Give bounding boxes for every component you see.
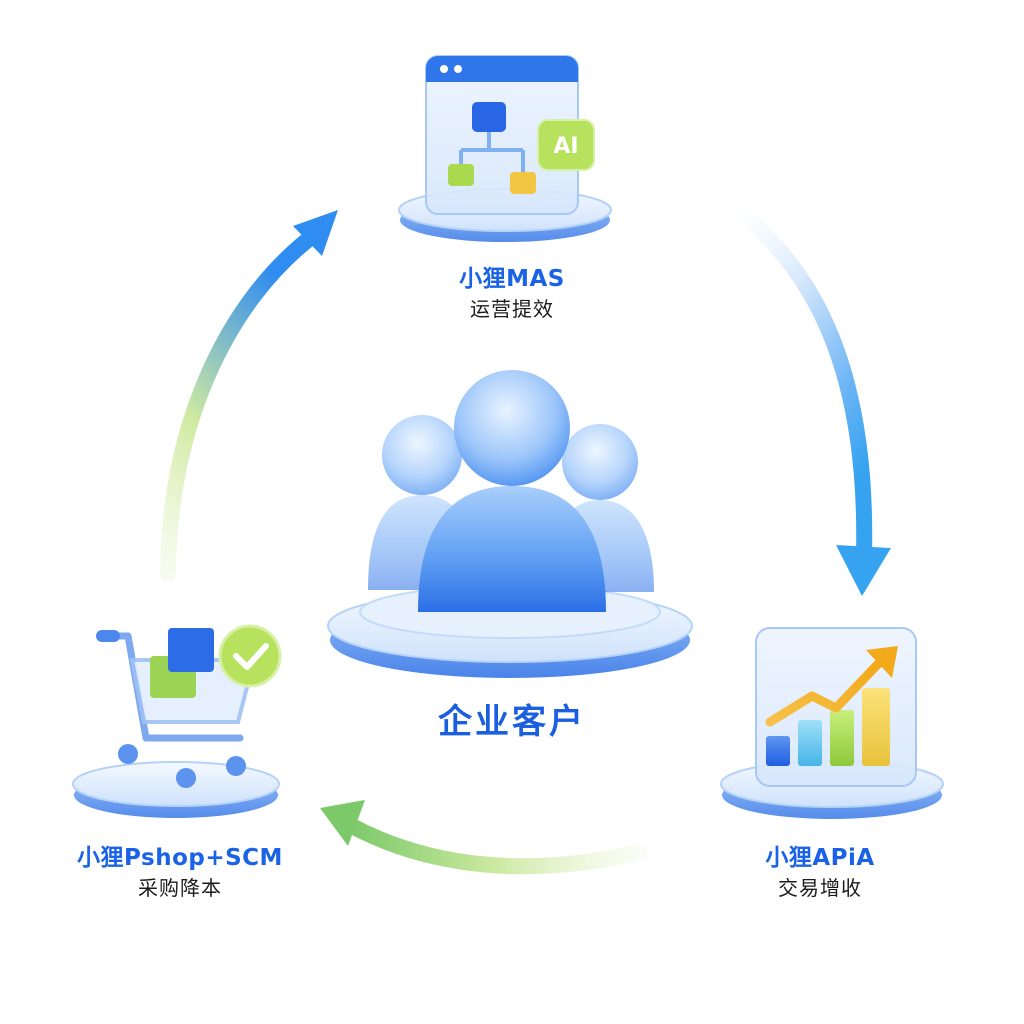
- arrow-pshop-to-mas: [160, 224, 326, 583]
- ai-badge-text: AI: [553, 134, 578, 159]
- node-subtitle-apia: 交易增收: [778, 876, 862, 900]
- node-subtitle-mas: 运营提效: [470, 297, 554, 321]
- node-label-apia: 小狸APiA 交易增收: [720, 843, 920, 903]
- node-title-apia: 小狸APiA: [765, 845, 875, 871]
- pshop-node-icon: [72, 624, 282, 818]
- arrow-mas-to-apia: [722, 197, 873, 563]
- node-subtitle-pshop: 采购降本: [138, 876, 222, 900]
- node-title-pshop: 小狸Pshop+SCM: [77, 845, 283, 871]
- apia-node-icon: [720, 627, 944, 819]
- mas-node-icon: AI: [398, 55, 612, 242]
- arrow-mas-to-apia-head: [836, 545, 891, 596]
- arrow-apia-to-pshop-head: [320, 800, 365, 846]
- arrow-pshop-to-mas-head: [293, 210, 338, 256]
- arrow-apia-to-pshop: [342, 817, 648, 875]
- center-label: 企业客户: [438, 702, 586, 742]
- center-enterprise-icon: [327, 370, 693, 678]
- cycle-arrows: [160, 197, 891, 875]
- node-label-mas: 小狸MAS 运营提效: [412, 264, 612, 324]
- node-title-mas: 小狸MAS: [459, 266, 565, 292]
- node-label-pshop: 小狸Pshop+SCM 采购降本: [60, 843, 300, 903]
